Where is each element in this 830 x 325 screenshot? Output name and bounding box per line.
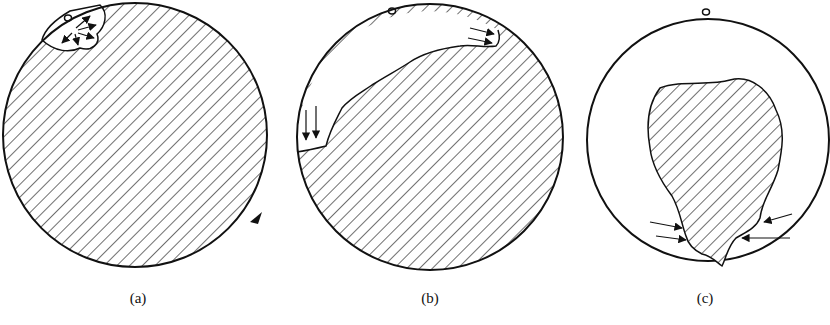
figure-label: (b): [421, 290, 439, 307]
growth-arrows: [306, 28, 494, 140]
growth-arrows: [62, 16, 96, 45]
figure-b: [297, 4, 563, 270]
figure-a: [3, 3, 267, 267]
figure-label: (a): [130, 290, 147, 307]
figure-label: (c): [697, 290, 714, 307]
void-bubble: [42, 5, 105, 51]
growth-arrows: [650, 214, 792, 240]
void-region: [297, 11, 500, 152]
figure-c: [587, 9, 829, 266]
